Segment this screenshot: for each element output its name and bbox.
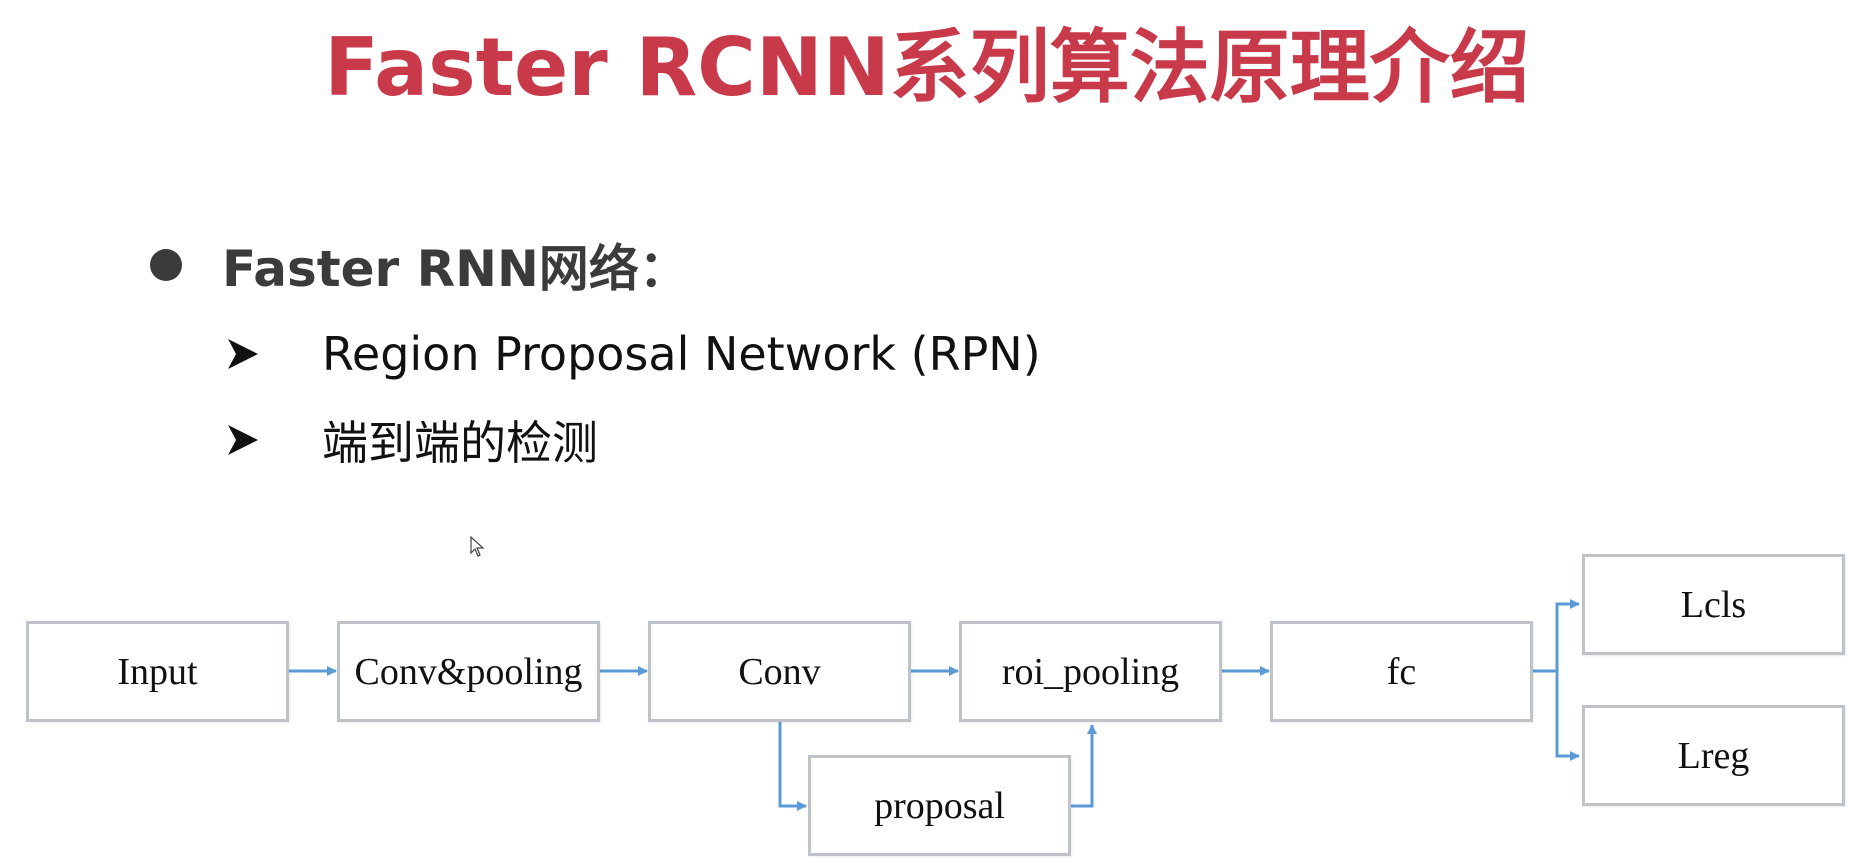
bullet-text: Faster RNN网络：: [222, 240, 689, 298]
node-conv-pooling: Conv&pooling: [337, 621, 600, 722]
mouse-cursor-icon: [470, 536, 485, 557]
sub-item-text: 端到端的检测: [322, 416, 598, 470]
arrow-proposal-to-roi-pooling: [1070, 724, 1097, 808]
arrow-bullet-icon: [228, 425, 258, 455]
arrow-fc-to-lcls: [1555, 599, 1580, 671]
sub-item-end-to-end: 端到端的检测: [226, 405, 598, 475]
arrow-fc-to-lreg: [1555, 671, 1580, 761]
node-lreg: Lreg: [1582, 705, 1845, 806]
slide-title: Faster RCNN系列算法原理介绍: [324, 21, 1530, 114]
sub-item-rpn: Region Proposal Network (RPN): [226, 319, 1041, 389]
bullet-dot-icon: [150, 249, 182, 281]
node-conv: Conv: [648, 621, 911, 722]
node-fc: fc: [1270, 621, 1533, 722]
bullet-item: Faster RNN网络：: [150, 225, 689, 305]
node-roi-pooling: roi_pooling: [959, 621, 1222, 722]
arrow-bullet-icon: [228, 339, 258, 369]
node-proposal: proposal: [808, 755, 1071, 856]
sub-item-text: Region Proposal Network (RPN): [322, 327, 1041, 381]
arrow-conv-to-proposal: [778, 721, 807, 811]
node-lcls: Lcls: [1582, 554, 1845, 655]
node-input: Input: [26, 621, 289, 722]
